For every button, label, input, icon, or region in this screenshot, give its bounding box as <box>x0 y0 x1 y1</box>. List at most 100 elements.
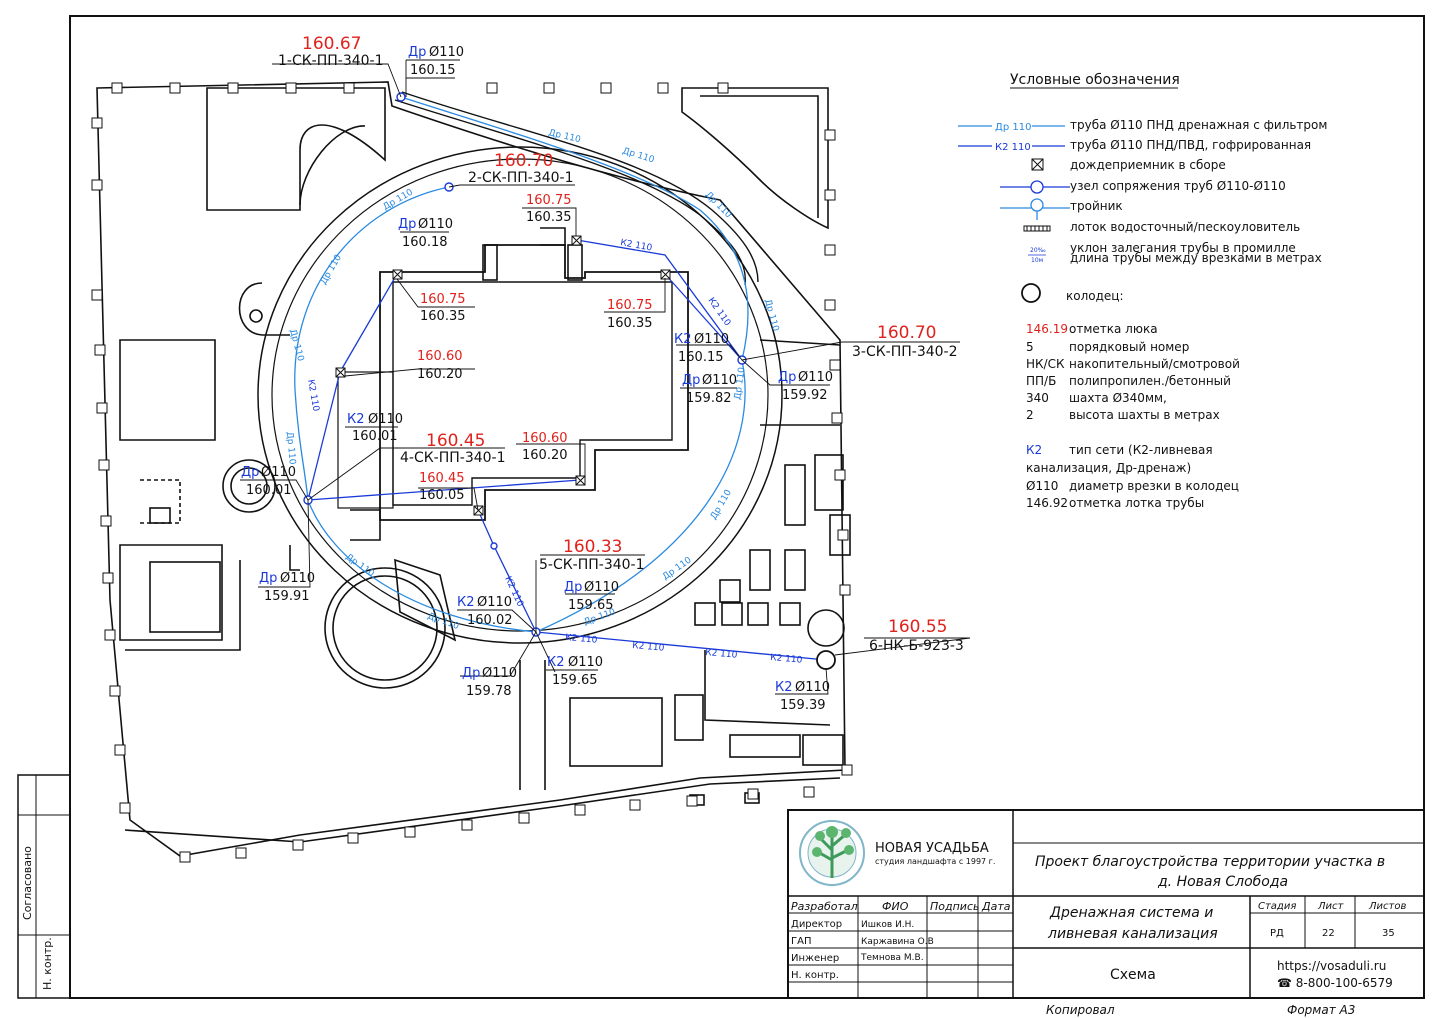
legend-item-2: труба Ø110 ПНД/ПВД, гофрированная <box>1070 138 1311 152</box>
node-2[interactable]: 160.70 2-СК-ПП-340-1 Др Ø110 160.18 <box>398 151 574 250</box>
storm-pipes <box>307 239 827 661</box>
phone: ☎ 8-800-100-6579 <box>1277 976 1393 990</box>
node-6-inlet-net: К2 <box>775 680 793 695</box>
mark-7-dia: Ø110 <box>280 571 315 586</box>
node-2-inlet-mark: 160.18 <box>402 235 448 250</box>
brand-logo <box>799 820 865 886</box>
legend-item-1: труба Ø110 ПНД дренажная с фильтром <box>1070 118 1327 132</box>
node-6-hatch: 160.55 <box>888 617 947 637</box>
node-2-inlet-dia: Ø110 <box>418 217 453 232</box>
node-6-inlet-mark: 159.39 <box>780 698 826 713</box>
node-3-inlet-3-dia: Ø110 <box>798 370 833 385</box>
svg-text:Др 110: Др 110 <box>287 328 305 363</box>
node-5-hatch: 160.33 <box>563 537 622 557</box>
node-5-inlet-2-dia: Ø110 <box>477 595 512 610</box>
node-4-inlet-2-net: Др <box>241 465 259 480</box>
node-5-inlet-1-net: Др <box>564 580 582 595</box>
node-1[interactable]: 160.67 1-СК-ПП-340-1 Др Ø110 160.15 <box>278 34 464 78</box>
legend-sample-dr: Др 110 <box>995 122 1031 133</box>
node-1-code: 1-СК-ПП-340-1 <box>278 53 384 69</box>
note-1-key: 146.19 <box>1026 322 1068 336</box>
svg-text:Др 110: Др 110 <box>382 187 416 212</box>
title-block <box>787 809 1425 999</box>
row-4-role: Н. контр. <box>791 970 839 981</box>
node-4-inlet-2-dia: Ø110 <box>261 465 296 480</box>
legend-item-4: узел сопряжения труб Ø110-Ø110 <box>1070 179 1286 193</box>
row-2-role: ГАП <box>791 936 811 947</box>
node-2-hatch: 160.70 <box>494 151 553 171</box>
legend-item-7: уклон залегания трубы в промилле <box>1070 241 1296 255</box>
agreed-label: Согласовано <box>21 846 34 920</box>
elevation-marks: 160.75 160.35 160.75 160.35 160.75 160.3… <box>259 193 653 604</box>
note-10-key: 146.92 <box>1026 496 1068 510</box>
note-8-val: канализация, Др-дренаж) <box>1026 461 1191 475</box>
mark-4-bottom: 160.20 <box>417 367 463 382</box>
node-2-inlet-net: Др <box>398 217 416 232</box>
node-5-inlet-2-net: К2 <box>457 595 475 610</box>
row-2-name: Каржавина О.В <box>861 937 934 947</box>
format-label: Формат А3 <box>1287 1003 1355 1017</box>
note-5-key: 340 <box>1026 391 1049 405</box>
note-4-key: ПП/Б <box>1026 374 1056 388</box>
drainage-pipes <box>294 96 749 633</box>
title-block-text: НОВАЯ УСАДЬБА студия ландшафта с 1997 г.… <box>791 841 1406 1017</box>
row-1-role: Директор <box>791 919 842 930</box>
note-7-val: тип сети (К2-ливневая <box>1069 443 1213 457</box>
node-6[interactable]: 160.55 6-НК-Б-923-3 К2 Ø110 159.39 <box>775 617 964 713</box>
node-5-inlet-4-net: К2 <box>547 655 565 670</box>
note-6-key: 2 <box>1026 408 1034 422</box>
node-3-code: 3-СК-ПП-340-2 <box>852 344 958 360</box>
mark-5-bottom: 160.20 <box>522 448 568 463</box>
project-title-1: Проект благоустройства территории участк… <box>1035 854 1385 870</box>
node-5-inlet-1-mark: 159.65 <box>568 598 614 613</box>
svg-text:К2 110: К2 110 <box>305 379 320 413</box>
legend-sample-len: 10м <box>1031 257 1043 264</box>
project-title-2: д. Новая Слобода <box>1157 874 1288 890</box>
header-role: Разработал <box>791 900 858 913</box>
svg-text:Др 110: Др 110 <box>319 253 344 287</box>
note-5-val: шахта Ø340мм, <box>1069 391 1167 405</box>
legend-title: Условные обозначения <box>1010 72 1180 88</box>
node-1-inlet-mark: 160.15 <box>410 63 456 78</box>
sheets-header: Листов <box>1368 901 1406 912</box>
node-5-code: 5-СК-ПП-340-1 <box>539 557 645 573</box>
note-4-val: полипропилен./бетонный <box>1069 374 1231 388</box>
leaders <box>240 59 971 695</box>
copied-label: Копировал <box>1046 1003 1115 1017</box>
node-1-inlet-dia: Ø110 <box>429 45 464 60</box>
brand-name: НОВАЯ УСАДЬБА <box>875 841 989 856</box>
sheet-frame <box>69 15 1425 999</box>
note-10-val: отметка лотка трубы <box>1069 496 1204 510</box>
node-4-inlet-2-mark: 160.01 <box>246 483 292 498</box>
note-9-key: Ø110 <box>1026 479 1058 493</box>
header-sign: Подпись <box>930 900 979 913</box>
node-3[interactable]: 160.70 3-СК-ПП-340-2 К2 Ø110 160.15 Др Ø… <box>674 323 958 406</box>
node-6-code: 6-НК-Б-923-3 <box>869 638 964 654</box>
mark-2-top: 160.75 <box>420 292 466 307</box>
legend-sample-k2: К2 110 <box>995 142 1031 153</box>
mark-7-net: Др <box>259 571 277 586</box>
sheet-header: Лист <box>1317 901 1345 912</box>
row-1-name: Ишков И.Н. <box>861 920 914 930</box>
node-4-hatch: 160.45 <box>426 431 485 451</box>
svg-text:Др 110: Др 110 <box>733 366 748 400</box>
svg-text:К2 110: К2 110 <box>632 641 665 654</box>
svg-text:К2 110: К2 110 <box>565 633 598 646</box>
legend-sample-slope: 20‰ <box>1030 247 1046 254</box>
site-url: https://vosaduli.ru <box>1277 959 1386 973</box>
node-3-inlet-1-dia: Ø110 <box>694 332 729 347</box>
svg-text:Др 110: Др 110 <box>621 146 656 165</box>
site-plan <box>96 81 851 857</box>
node-4[interactable]: 160.45 4-СК-ПП-340-1 К2 Ø110 160.01 Др Ø… <box>241 412 506 498</box>
node-4-inlet-1-net: К2 <box>347 412 365 427</box>
header-date: Дата <box>981 900 1011 913</box>
node-3-inlet-2-net: Др <box>682 373 700 388</box>
node-3-inlet-3-mark: 159.92 <box>782 388 828 403</box>
node-5[interactable]: 160.33 5-СК-ПП-340-1 Др Ø110 159.65 К2 Ø… <box>457 537 645 699</box>
note-2-val: порядковый номер <box>1069 340 1189 354</box>
legend-item-6: лоток водосточный/пескоуловитель <box>1070 220 1300 234</box>
boundary-lamps <box>91 82 853 863</box>
node-3-inlet-1-net: К2 <box>674 332 692 347</box>
stage-header: Стадия <box>1258 901 1296 912</box>
